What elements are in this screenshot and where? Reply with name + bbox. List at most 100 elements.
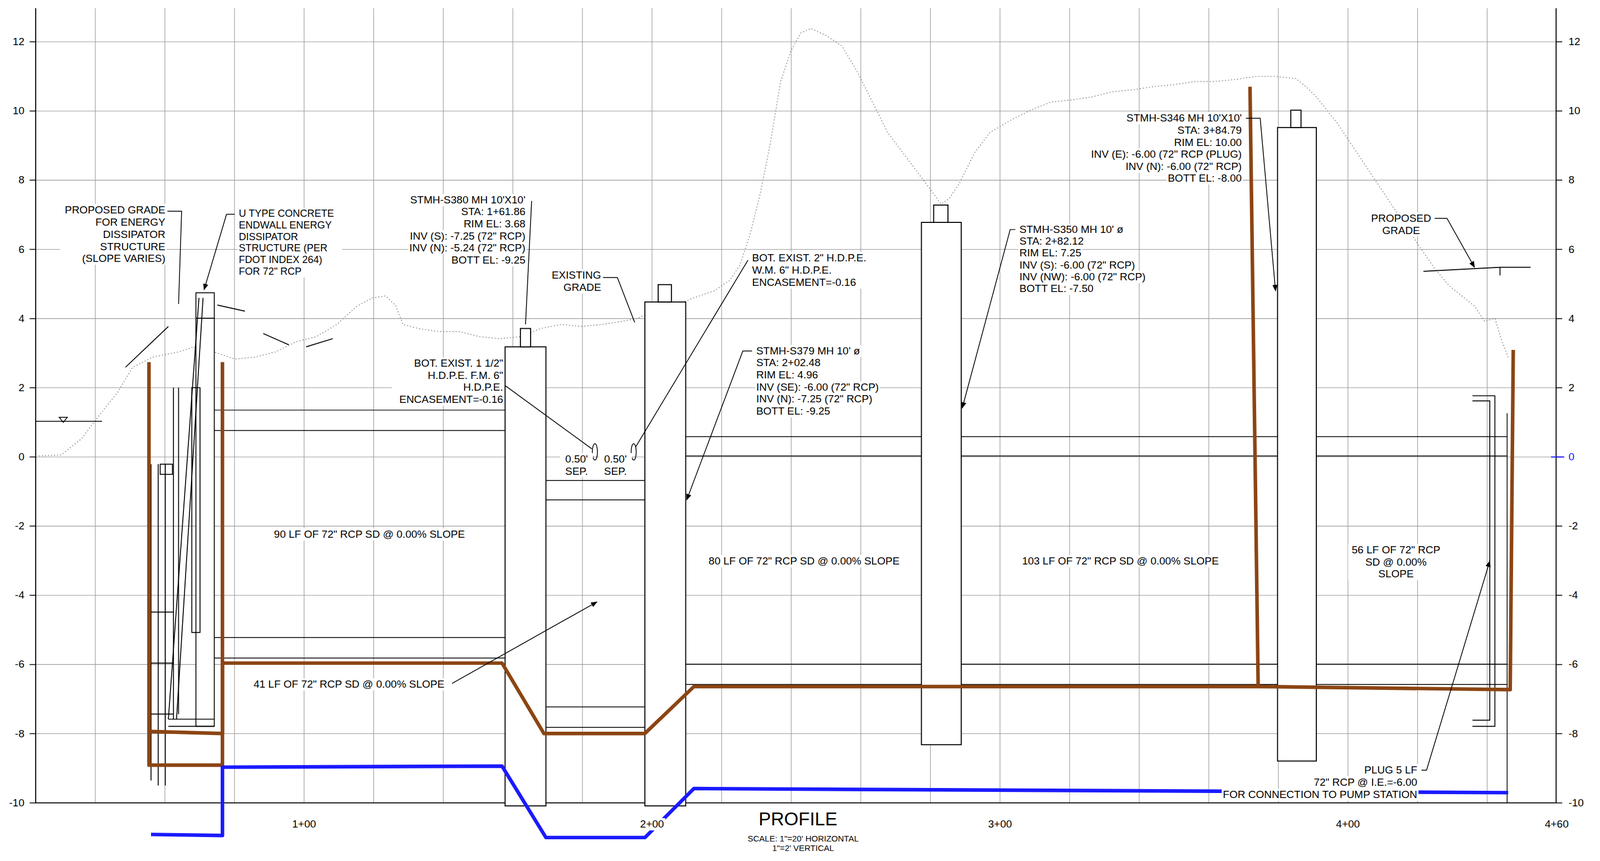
- proposed-grade-line: [1499, 267, 1501, 276]
- pipe-wall: [214, 410, 506, 659]
- leader-line: [451, 601, 597, 684]
- manhole-callout: INV (S): -7.25 (72" RCP): [408, 230, 527, 243]
- axis-label: -2: [1567, 519, 1579, 533]
- manhole-callout: INV (NW): -6.00 (72" RCP): [1018, 270, 1147, 284]
- grid-line: [1069, 8, 1071, 804]
- grid-line: [1347, 8, 1349, 804]
- note-text: PROPOSED GRADE FOR ENERGY DISSIPATOR STR…: [60, 203, 167, 265]
- utility-note: BOT. EXIST. 1 1/2" H.D.P.E. F.M. 6" H.D.…: [391, 357, 505, 406]
- manhole-callout: STA: 1+61.86: [459, 205, 527, 218]
- drawing-title: PROFILE: [757, 808, 839, 830]
- manhole-callout: STMH-S379 MH 10' ø: [755, 344, 862, 358]
- leader-line: [203, 214, 235, 290]
- axis-line: [1555, 8, 1557, 804]
- leader-line: [635, 260, 748, 447]
- manhole-structure: [644, 302, 686, 806]
- proposed-grade-line: [263, 333, 289, 345]
- pipe-wall: [546, 480, 646, 728]
- axis-label: -10: [7, 796, 26, 810]
- note-text: U TYPE CONCRETE ENDWALL ENERGY DISSIPATO…: [237, 207, 343, 277]
- leader-line: [686, 351, 752, 500]
- axis-label: 8: [17, 173, 26, 187]
- endwall-slope: [168, 298, 203, 720]
- utility-crossing-symbol: [630, 443, 636, 460]
- endwall-detail: [196, 317, 215, 319]
- grid-line: [35, 318, 1556, 319]
- endwall-headwall: [196, 292, 215, 727]
- axis-label: 2: [1567, 381, 1576, 395]
- pipe-end-line: [1506, 412, 1508, 803]
- axis-label: 4: [17, 312, 26, 325]
- pipe-label: 80 LF OF 72" RCP SD @ 0.00% SLOPE: [707, 555, 902, 568]
- axis-label: -8: [1567, 727, 1579, 741]
- endwall-detail: [191, 387, 201, 633]
- grid-line: [1486, 8, 1488, 804]
- axis-label: -6: [13, 658, 26, 671]
- grid-line: [999, 8, 1001, 804]
- grid-line: [35, 526, 1556, 527]
- endwall-detail: [151, 611, 174, 714]
- brown-profile-line: [148, 731, 223, 734]
- grade-note: EXISTING GRADE: [543, 269, 603, 294]
- manhole-structure: [921, 222, 961, 745]
- grid-line: [234, 8, 235, 804]
- leader-line: [167, 211, 182, 305]
- manhole-callout: INV (N): -6.00 (72" RCP): [1124, 160, 1243, 173]
- brown-profile-line: [222, 349, 1514, 734]
- axis-label: 6: [1567, 243, 1576, 256]
- pipe-label: 41 LF OF 72" RCP SD @ 0.00% SLOPE: [252, 678, 446, 691]
- axis-tick: [29, 41, 1563, 42]
- manhole-structure: [1277, 127, 1317, 762]
- axis-line: [35, 8, 37, 804]
- axis-tick: [29, 110, 1563, 111]
- grid-line: [582, 8, 583, 804]
- axis-label: 0: [1567, 450, 1576, 464]
- proposed-grade-line: [305, 338, 333, 348]
- grid-line: [35, 180, 1556, 181]
- axis-label: -4: [1567, 589, 1579, 602]
- axis-tick: [29, 595, 1563, 596]
- grid-line: [35, 733, 1556, 734]
- water-level-line: [35, 420, 102, 422]
- axis-label: 12: [11, 35, 26, 48]
- axis-label: 4: [1567, 312, 1576, 325]
- grid-line: [860, 8, 862, 804]
- leader-line: [1434, 218, 1475, 268]
- manhole-callout: INV (S): -6.00 (72" RCP): [1018, 259, 1136, 272]
- endwall-detail: [151, 464, 166, 786]
- manhole-callout: STMH-S380 MH 10'X10': [409, 193, 527, 207]
- grid-line: [35, 41, 1556, 43]
- leader-line: [962, 229, 1016, 408]
- station-label: 3+00: [986, 818, 1014, 831]
- axis-label: 8: [1567, 173, 1576, 187]
- utility-crossing-symbol: [592, 443, 598, 460]
- pipe-wall: [685, 436, 1507, 685]
- axis-tick: [29, 802, 1563, 804]
- pipe-label: 90 LF OF 72" RCP SD @ 0.00% SLOPE: [273, 528, 467, 541]
- axis-label: 2: [17, 381, 26, 395]
- separation-note: 0.50' SEP.: [599, 453, 632, 478]
- manhole-callout: BOTT EL: -9.25: [450, 254, 527, 267]
- axis-label: 10: [1567, 104, 1582, 118]
- scale-caption: SCALE: 1"=20' HORIZONTAL 1"=2' VERTICAL: [745, 833, 862, 854]
- axis-label: -6: [1567, 658, 1579, 671]
- manhole-callout: BOTT EL: -9.25: [755, 405, 832, 418]
- blue-datum-line: [1550, 456, 1565, 458]
- plug-callout: PLUG 5 LF: [1363, 764, 1419, 777]
- pipe-label: 56 LF OF 72" RCP SD @ 0.00% SLOPE: [1348, 543, 1444, 581]
- plug-symbol: [1472, 400, 1490, 721]
- brown-profile-line: [1250, 86, 1259, 687]
- manhole-callout: RIM EL: 7.25: [1018, 246, 1083, 260]
- grid-line: [1417, 8, 1418, 804]
- leader-line: [504, 385, 592, 449]
- leader-line: [602, 277, 635, 323]
- manhole-callout: STA: 2+02.48: [755, 356, 822, 369]
- endwall-base: [168, 719, 215, 727]
- axis-label: -8: [13, 727, 26, 741]
- water-level-symbol: [59, 417, 68, 423]
- endwall-detail: [159, 464, 173, 475]
- pipe-label: 103 LF OF 72" RCP SD @ 0.00% SLOPE: [1020, 555, 1220, 568]
- proposed-grade-line: [1423, 267, 1531, 272]
- blue-profile-line: [151, 766, 1509, 838]
